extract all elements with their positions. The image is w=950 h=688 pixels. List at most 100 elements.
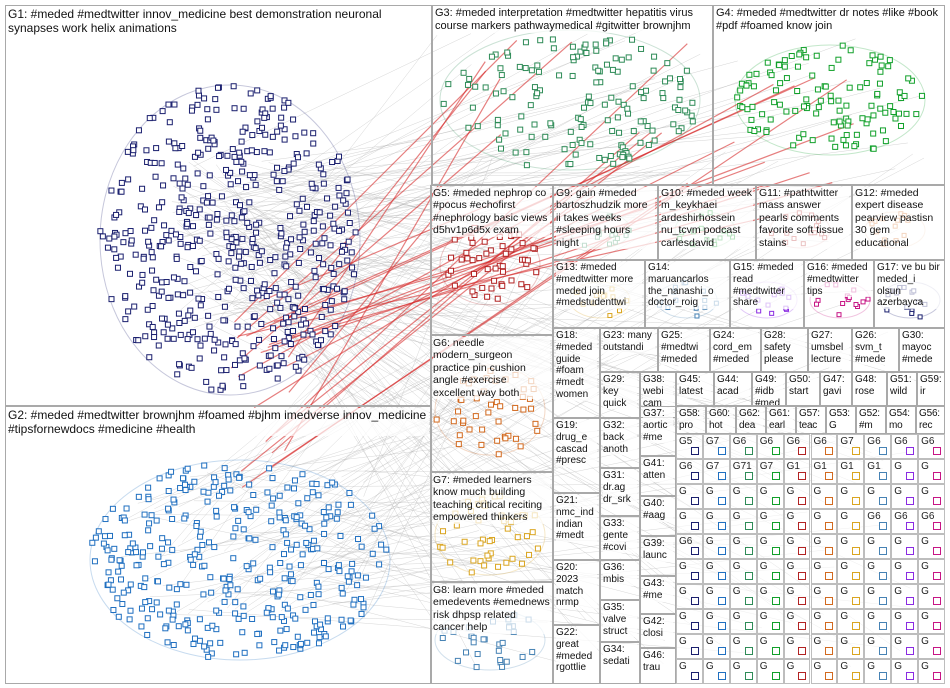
- group-box-g40[interactable]: G40: #aag: [640, 496, 676, 536]
- small-group-cell[interactable]: G: [702, 484, 730, 509]
- group-box-g21[interactable]: G21: nmc_ind indian #medt: [553, 493, 600, 560]
- small-group-cell[interactable]: G: [864, 559, 892, 584]
- small-group-cell[interactable]: G: [702, 509, 730, 534]
- small-group-cell[interactable]: G7: [837, 434, 865, 459]
- group-box-g23[interactable]: G23: many outstandi: [600, 328, 658, 372]
- group-box-g48[interactable]: G48: rose: [852, 372, 887, 406]
- group-box-g11[interactable]: G11: #pathtwitter mass answer pearls com…: [756, 185, 852, 260]
- small-group-cell[interactable]: G6: [676, 534, 703, 559]
- group-box-g4[interactable]: G4: #meded #medtwitter dr notes #like #b…: [713, 5, 945, 185]
- group-box-g47[interactable]: G47: gavi: [820, 372, 852, 406]
- group-box-g24[interactable]: G24: cord_em #meded: [710, 328, 761, 372]
- small-group-cell[interactable]: G: [837, 534, 865, 559]
- group-box-g22[interactable]: G22: great #meded rgottlie: [553, 625, 600, 684]
- small-group-cell[interactable]: G6: [891, 434, 919, 459]
- group-box-g18[interactable]: G18: #meded guide #foam #medt women: [553, 328, 600, 418]
- small-group-cell[interactable]: G: [891, 484, 919, 509]
- small-group-cell[interactable]: G1: [837, 459, 865, 484]
- small-group-cell[interactable]: G: [864, 609, 892, 634]
- group-box-g43[interactable]: G43: #me: [640, 576, 676, 614]
- small-group-cell[interactable]: G: [864, 584, 892, 609]
- small-group-cell[interactable]: G: [837, 659, 865, 684]
- small-group-cell[interactable]: G: [783, 559, 811, 584]
- small-group-cell[interactable]: G: [676, 559, 703, 584]
- small-group-cell[interactable]: G: [783, 484, 811, 509]
- small-group-cell[interactable]: G6: [918, 434, 945, 459]
- small-group-cell[interactable]: G: [756, 509, 784, 534]
- group-box-g44[interactable]: G44: acad: [714, 372, 752, 406]
- small-group-cell[interactable]: G7: [702, 434, 730, 459]
- small-group-cell[interactable]: G5: [676, 434, 703, 459]
- group-box-g36[interactable]: G36: mbis: [600, 560, 640, 600]
- small-group-cell[interactable]: G: [729, 509, 757, 534]
- small-group-cell[interactable]: G7: [702, 459, 730, 484]
- group-box-g3[interactable]: G3: #meded interpretation #medtwitter he…: [432, 5, 713, 185]
- small-group-cell[interactable]: G: [864, 484, 892, 509]
- small-group-cell[interactable]: G: [702, 659, 730, 684]
- small-group-cell[interactable]: G: [918, 559, 945, 584]
- small-group-cell[interactable]: G: [756, 484, 784, 509]
- small-group-cell[interactable]: G: [783, 634, 811, 659]
- small-group-cell[interactable]: G7: [756, 459, 784, 484]
- small-group-cell[interactable]: G6: [864, 434, 892, 459]
- small-group-cell[interactable]: G71: [729, 459, 757, 484]
- small-group-cell[interactable]: G: [676, 509, 703, 534]
- group-box-g59[interactable]: G59: ir: [917, 372, 945, 406]
- group-box-g32[interactable]: G32: back anoth: [600, 418, 640, 468]
- small-group-cell[interactable]: G1: [864, 459, 892, 484]
- small-group-cell[interactable]: G: [918, 459, 945, 484]
- small-group-cell[interactable]: G: [891, 634, 919, 659]
- small-group-cell[interactable]: G: [676, 484, 703, 509]
- group-box-g8[interactable]: G8: learn more #meded emedevents #emedne…: [430, 582, 553, 684]
- small-group-cell[interactable]: G: [729, 484, 757, 509]
- group-box-g9[interactable]: G9: gain #meded bartoszhudzik more ii ta…: [553, 185, 658, 260]
- small-group-cell[interactable]: G: [783, 584, 811, 609]
- small-group-cell[interactable]: G: [891, 659, 919, 684]
- group-box-g45[interactable]: G45: latest: [676, 372, 714, 406]
- small-group-cell[interactable]: G: [756, 659, 784, 684]
- small-group-cell[interactable]: G: [810, 534, 838, 559]
- small-group-cell[interactable]: G6: [783, 434, 811, 459]
- small-group-cell[interactable]: G: [837, 484, 865, 509]
- small-group-cell[interactable]: G: [702, 634, 730, 659]
- group-box-g15[interactable]: G15: #meded read #medtwitter share: [730, 260, 804, 328]
- small-group-cell[interactable]: G: [810, 559, 838, 584]
- small-group-cell[interactable]: G: [676, 634, 703, 659]
- group-box-g26[interactable]: G26: svm_t #mede: [852, 328, 899, 372]
- small-group-cell[interactable]: G: [756, 534, 784, 559]
- small-group-cell[interactable]: G: [918, 584, 945, 609]
- small-group-cell[interactable]: G: [918, 609, 945, 634]
- group-box-g13[interactable]: G13: #meded #medtwitter more meded join …: [553, 260, 645, 328]
- small-group-cell[interactable]: G6: [918, 509, 945, 534]
- small-group-cell[interactable]: G1: [783, 459, 811, 484]
- small-group-cell[interactable]: G: [676, 584, 703, 609]
- group-box-g51[interactable]: G51: wild: [887, 372, 917, 406]
- group-box-g61[interactable]: G61: earl: [766, 406, 796, 434]
- small-group-cell[interactable]: G: [729, 609, 757, 634]
- small-group-cell[interactable]: G: [756, 609, 784, 634]
- small-group-cell[interactable]: G: [918, 659, 945, 684]
- small-group-cell[interactable]: G: [783, 534, 811, 559]
- small-group-cell[interactable]: G: [864, 659, 892, 684]
- small-group-cell[interactable]: G: [864, 634, 892, 659]
- small-group-cell[interactable]: G: [729, 534, 757, 559]
- small-group-cell[interactable]: G: [729, 559, 757, 584]
- group-box-g54[interactable]: G54: mo: [886, 406, 916, 434]
- group-box-g31[interactable]: G31: dr.ag dr_srk: [600, 468, 640, 516]
- group-box-g30[interactable]: G30: mayoc #mede: [899, 328, 945, 372]
- small-group-cell[interactable]: G: [810, 584, 838, 609]
- small-group-cell[interactable]: G: [810, 484, 838, 509]
- group-box-g29[interactable]: G29: key quick: [600, 372, 640, 418]
- small-group-cell[interactable]: G: [676, 609, 703, 634]
- small-group-cell[interactable]: G: [891, 534, 919, 559]
- group-box-g56[interactable]: G56: rec: [916, 406, 945, 434]
- small-group-cell[interactable]: G: [810, 659, 838, 684]
- group-box-g16[interactable]: G16: #meded #medtwitter tips: [804, 260, 874, 328]
- group-box-g37[interactable]: G37: aortic #me: [640, 406, 676, 456]
- group-box-g28[interactable]: G28: safety please: [761, 328, 808, 372]
- group-box-g52[interactable]: G52: #m: [856, 406, 886, 434]
- group-box-g46[interactable]: G46: trau: [640, 648, 676, 684]
- group-box-g1[interactable]: G1: #meded #medtwitter innov_medicine be…: [5, 5, 432, 406]
- small-group-cell[interactable]: G: [756, 584, 784, 609]
- small-group-cell[interactable]: G6: [729, 434, 757, 459]
